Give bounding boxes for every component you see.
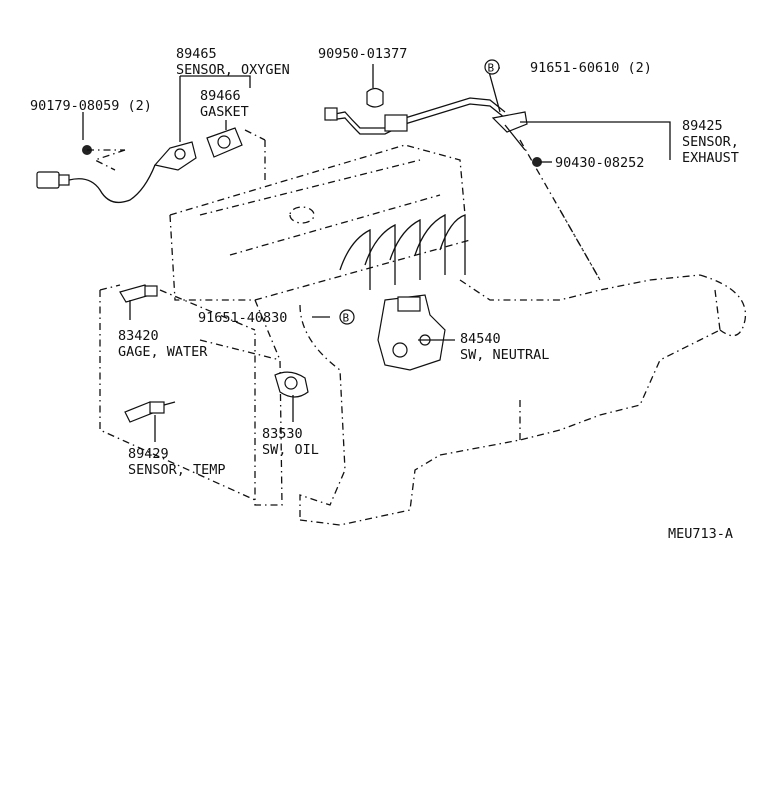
svg-text:89465: 89465 bbox=[176, 46, 217, 62]
svg-text:B: B bbox=[488, 62, 495, 75]
exhaust-sensor-drawing bbox=[324, 87, 542, 167]
svg-text:GAGE, WATER: GAGE, WATER bbox=[118, 344, 208, 360]
svg-text:83420: 83420 bbox=[118, 328, 159, 344]
leader-lines bbox=[82, 64, 671, 442]
temp-sensor-drawing bbox=[124, 401, 176, 423]
svg-text:SW, OIL: SW, OIL bbox=[262, 442, 319, 458]
svg-text:84540: 84540 bbox=[460, 331, 501, 347]
b-marker-top: B bbox=[484, 59, 500, 75]
engine-outline bbox=[93, 129, 747, 526]
oxygen-sensor-drawing bbox=[36, 75, 251, 204]
svg-text:90430-08252: 90430-08252 bbox=[555, 155, 644, 171]
part-label-84540: 84540 SW, NEUTRAL bbox=[460, 331, 549, 363]
svg-text:89466: 89466 bbox=[200, 88, 241, 104]
water-gage-drawing bbox=[119, 284, 158, 303]
part-label-91651-60610: 91651-60610 (2) bbox=[530, 60, 652, 76]
part-label-89429: 89429 SENSOR, TEMP bbox=[128, 446, 226, 478]
part-label-89465: 89465 SENSOR, OXYGEN bbox=[176, 46, 290, 78]
part-label-83420: 83420 GAGE, WATER bbox=[118, 328, 208, 360]
part-label-90950: 90950-01377 bbox=[318, 46, 407, 62]
svg-text:91651-40830: 91651-40830 bbox=[198, 310, 287, 326]
b-marker-mid: B bbox=[339, 309, 355, 325]
svg-text:90950-01377: 90950-01377 bbox=[318, 46, 407, 62]
svg-text:SW, NEUTRAL: SW, NEUTRAL bbox=[460, 347, 549, 363]
svg-text:SENSOR, OXYGEN: SENSOR, OXYGEN bbox=[176, 62, 290, 78]
svg-text:90179-08059 (2): 90179-08059 (2) bbox=[30, 98, 152, 114]
svg-text:B: B bbox=[343, 312, 350, 325]
part-label-91651-40830: 91651-40830 bbox=[198, 310, 287, 326]
svg-text:SENSOR,: SENSOR, bbox=[682, 134, 739, 150]
svg-text:91651-60610 (2): 91651-60610 (2) bbox=[530, 60, 652, 76]
neutral-switch-drawing bbox=[377, 294, 446, 371]
part-label-83530: 83530 SW, OIL bbox=[262, 426, 319, 458]
svg-text:89425: 89425 bbox=[682, 118, 723, 134]
svg-text:89429: 89429 bbox=[128, 446, 169, 462]
svg-text:83530: 83530 bbox=[262, 426, 303, 442]
svg-text:GASKET: GASKET bbox=[200, 104, 249, 120]
part-label-89425: 89425 SENSOR, EXHAUST bbox=[682, 118, 739, 166]
svg-text:EXHAUST: EXHAUST bbox=[682, 150, 739, 166]
oil-switch-drawing bbox=[274, 371, 309, 398]
part-label-90179: 90179-08059 (2) bbox=[30, 98, 152, 114]
figure-code: MEU713-A bbox=[668, 526, 733, 542]
part-label-90430: 90430-08252 bbox=[555, 155, 644, 171]
part-label-89466: 89466 GASKET bbox=[200, 88, 249, 120]
svg-text:SENSOR, TEMP: SENSOR, TEMP bbox=[128, 462, 226, 478]
